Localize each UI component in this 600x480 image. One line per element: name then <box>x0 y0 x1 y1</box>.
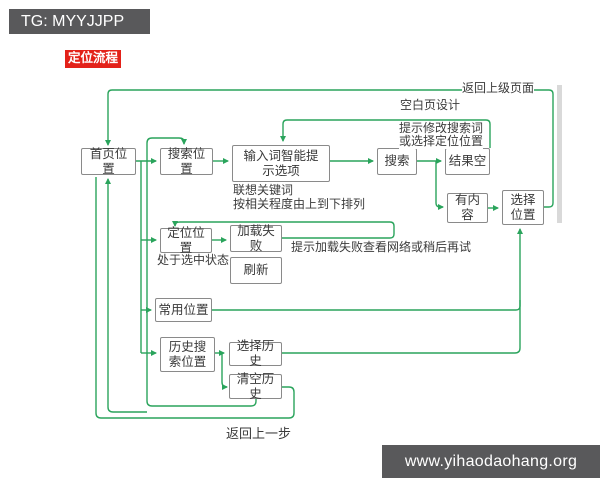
node-choose-history: 选择历史 <box>229 339 282 368</box>
page-title: 定位流程 <box>65 50 122 68</box>
label-assoc-keywords: 联想关键词 <box>233 183 294 198</box>
edge-return-prev-outer <box>95 177 295 419</box>
node-refresh: 刷新 <box>230 257 282 284</box>
node-history-search-position: 历史搜索位置 <box>160 337 215 372</box>
node-smart-prompt: 输入词智能提示选项 <box>232 145 330 182</box>
label-return-parent: 返回上级页面 <box>462 81 535 96</box>
top-banner-text: TG: MYYJJPP <box>21 12 125 30</box>
label-load-fail-hint: 提示加载失败查看网络或稍后再试 <box>291 240 472 255</box>
scroll-track <box>557 85 562 223</box>
node-load-fail: 加载失败 <box>230 224 282 253</box>
label-return-previous: 返回上一步 <box>226 426 292 442</box>
label-blank-page-design: 空白页设计 <box>400 98 461 113</box>
label-selected-state: 处于选中状态 <box>157 253 230 268</box>
footer-url-text: www.yihaodaohang.org <box>404 452 578 470</box>
node-clear-history: 清空历史 <box>229 372 282 401</box>
edge-choosehistory-choosepos <box>282 228 523 354</box>
edge-return-parent <box>105 89 554 208</box>
edge-loadfail-loop <box>172 221 395 239</box>
edge-clearhistory-searchpos <box>146 137 257 407</box>
top-banner: TG: MYYJJPP <box>9 9 150 34</box>
edge-commonpos-choosepos <box>212 300 521 311</box>
label-modify-hint-1: 提示修改搜索词 <box>399 121 484 136</box>
label-assoc-order: 按相关程度由上到下排列 <box>233 197 366 212</box>
footer-banner: www.yihaodaohang.org <box>382 445 600 478</box>
label-modify-hint-2: 或选择定位位置 <box>399 134 484 149</box>
edge-history-clearhistory <box>221 353 228 390</box>
node-search: 搜索 <box>377 148 417 175</box>
node-locate-position: 定位位置 <box>160 226 212 255</box>
node-search-position: 搜索位置 <box>160 147 213 176</box>
node-home-position: 首页位置 <box>81 147 136 176</box>
node-common-position: 常用位置 <box>155 298 212 322</box>
edge-search-content <box>435 161 444 210</box>
node-has-content: 有内容 <box>447 193 488 223</box>
node-empty-result: 结果空 <box>445 148 490 175</box>
node-choose-position: 选择位置 <box>502 190 544 225</box>
edge-modify-search <box>280 119 491 148</box>
edge-return-prev-inner <box>105 178 147 413</box>
